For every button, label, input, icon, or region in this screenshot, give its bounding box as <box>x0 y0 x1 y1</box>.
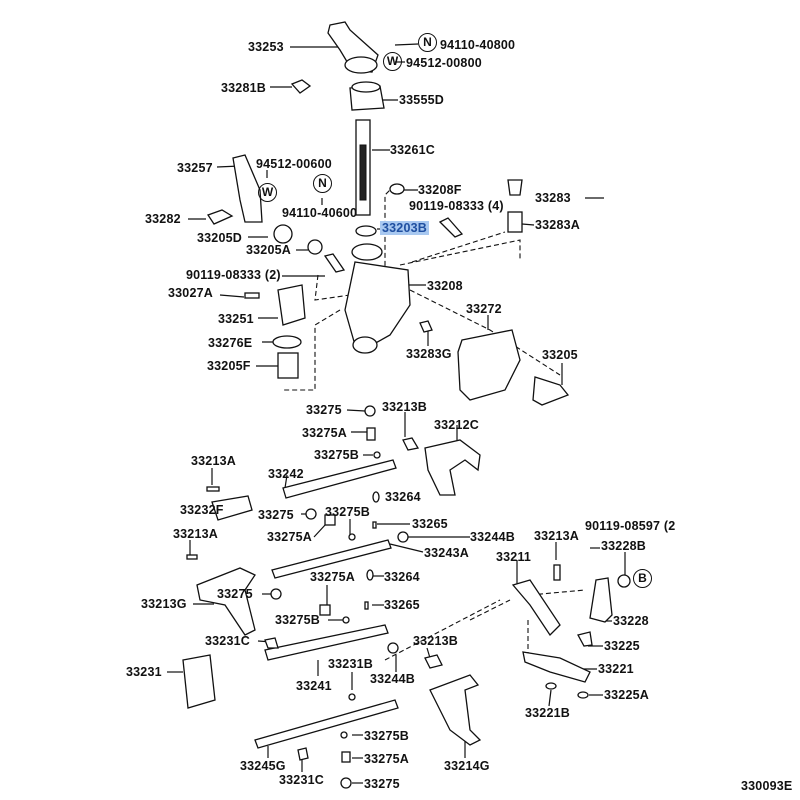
part-label-33232F[interactable]: 33232F <box>180 503 224 517</box>
part-label-33225[interactable]: 33225 <box>604 639 640 653</box>
part-label-33275[interactable]: 33275 <box>364 777 400 791</box>
part-label-33275A[interactable]: 33275A <box>364 752 409 766</box>
part-label-33213A[interactable]: 33213A <box>173 527 218 541</box>
part-label-33253[interactable]: 33253 <box>248 40 284 54</box>
part-label-33213B[interactable]: 33213B <box>413 634 458 648</box>
block-33251 <box>277 284 306 326</box>
part-label-33275B[interactable]: 33275B <box>275 613 320 627</box>
part-label-33231[interactable]: 33231 <box>126 665 162 679</box>
part-drawings <box>182 21 631 789</box>
part-label-33264[interactable]: 33264 <box>385 490 421 504</box>
block-33231 <box>182 654 216 709</box>
part-label-33205A[interactable]: 33205A <box>246 243 291 257</box>
lever-33221 <box>522 651 591 683</box>
part-label-33275[interactable]: 33275 <box>217 587 253 601</box>
part-label-90119-08333-4[interactable]: 90119-08333 (4) <box>409 199 504 213</box>
bolt-symbol-B: B <box>633 569 652 588</box>
part-label-33283A[interactable]: 33283A <box>535 218 580 232</box>
fork-33212C <box>424 439 481 496</box>
part-label-33275[interactable]: 33275 <box>306 403 342 417</box>
part-label-33242[interactable]: 33242 <box>268 467 304 481</box>
part-label-33265[interactable]: 33265 <box>384 598 420 612</box>
rod-33241 <box>264 624 389 661</box>
rod-33242 <box>282 459 397 499</box>
part-label-33231B[interactable]: 33231B <box>328 657 373 671</box>
part-label-33205F[interactable]: 33205F <box>207 359 251 373</box>
part-label-94110-40600[interactable]: 94110-40600 <box>282 206 358 220</box>
part-label-94512-00800[interactable]: 94512-00800 <box>406 56 482 70</box>
part-label-33221[interactable]: 33221 <box>598 662 634 676</box>
alignment-lines <box>282 184 586 661</box>
part-label-94512-00600[interactable]: 94512-00600 <box>256 157 332 171</box>
part-label-33275[interactable]: 33275 <box>258 508 294 522</box>
part-label-33251[interactable]: 33251 <box>218 312 254 326</box>
part-label-33214G[interactable]: 33214G <box>444 759 490 773</box>
part-label-33221B[interactable]: 33221B <box>525 706 570 720</box>
part-label-33213A[interactable]: 33213A <box>191 454 236 468</box>
part-label-33275B[interactable]: 33275B <box>325 505 370 519</box>
rod-33245G <box>254 699 399 749</box>
part-label-33225A[interactable]: 33225A <box>604 688 649 702</box>
lever-33257 <box>232 154 263 223</box>
part-label-33283G[interactable]: 33283G <box>406 347 452 361</box>
part-label-33264[interactable]: 33264 <box>384 570 420 584</box>
part-label-33231C[interactable]: 33231C <box>205 634 250 648</box>
housing-33208 <box>344 261 411 346</box>
part-label-33203B-highlighted[interactable]: 33203B <box>380 221 429 235</box>
rod-33243A <box>271 539 392 579</box>
part-label-33272[interactable]: 33272 <box>466 302 502 316</box>
part-label-33281B[interactable]: 33281B <box>221 81 266 95</box>
part-label-33275A[interactable]: 33275A <box>302 426 347 440</box>
part-label-33213A[interactable]: 33213A <box>534 529 579 543</box>
part-label-33275A[interactable]: 33275A <box>310 570 355 584</box>
part-label-90119-08597[interactable]: 90119-08597 (2 <box>585 519 676 533</box>
part-label-33213B[interactable]: 33213B <box>382 400 427 414</box>
part-label-33228B[interactable]: 33228B <box>601 539 646 553</box>
part-label-33212C[interactable]: 33212C <box>434 418 479 432</box>
part-label-33261C[interactable]: 33261C <box>390 143 435 157</box>
part-label-33282[interactable]: 33282 <box>145 212 181 226</box>
fork-33213G <box>196 567 256 636</box>
part-label-33245G[interactable]: 33245G <box>240 759 286 773</box>
part-label-33244B[interactable]: 33244B <box>370 672 415 686</box>
part-label-33275B[interactable]: 33275B <box>364 729 409 743</box>
washer-symbol-W: W <box>383 52 402 71</box>
part-label-33027A[interactable]: 33027A <box>168 286 213 300</box>
part-label-33265[interactable]: 33265 <box>412 517 448 531</box>
part-label-94110-40800[interactable]: 94110-40800 <box>440 38 516 52</box>
part-label-90119-08333-2[interactable]: 90119-08333 (2) <box>186 268 281 282</box>
part-label-33205[interactable]: 33205 <box>542 348 578 362</box>
lever-33228 <box>589 577 613 623</box>
fork-33214G <box>429 674 482 746</box>
part-label-33283[interactable]: 33283 <box>535 191 571 205</box>
gasket-33272 <box>457 329 521 401</box>
part-label-33231C[interactable]: 33231C <box>279 773 324 787</box>
part-label-33213G[interactable]: 33213G <box>141 597 187 611</box>
part-label-33243A[interactable]: 33243A <box>424 546 469 560</box>
part-label-33275A[interactable]: 33275A <box>267 530 312 544</box>
part-label-33275B[interactable]: 33275B <box>314 448 359 462</box>
part-label-33208F[interactable]: 33208F <box>418 183 462 197</box>
part-label-33276E[interactable]: 33276E <box>208 336 253 350</box>
part-label-33244B[interactable]: 33244B <box>470 530 515 544</box>
part-label-33205D[interactable]: 33205D <box>197 231 242 245</box>
lever-33211 <box>511 579 561 637</box>
part-label-33241[interactable]: 33241 <box>296 679 332 693</box>
part-label-33208[interactable]: 33208 <box>427 279 463 293</box>
part-label-33555D[interactable]: 33555D <box>399 93 444 107</box>
part-label-33211[interactable]: 33211 <box>496 550 532 564</box>
figure-number: 330093E <box>741 779 793 793</box>
nut-symbol-N: N <box>313 174 332 193</box>
part-label-33257[interactable]: 33257 <box>177 161 213 175</box>
washer-symbol-W: W <box>258 183 277 202</box>
part-label-33228[interactable]: 33228 <box>613 614 649 628</box>
nut-symbol-N: N <box>418 33 437 52</box>
